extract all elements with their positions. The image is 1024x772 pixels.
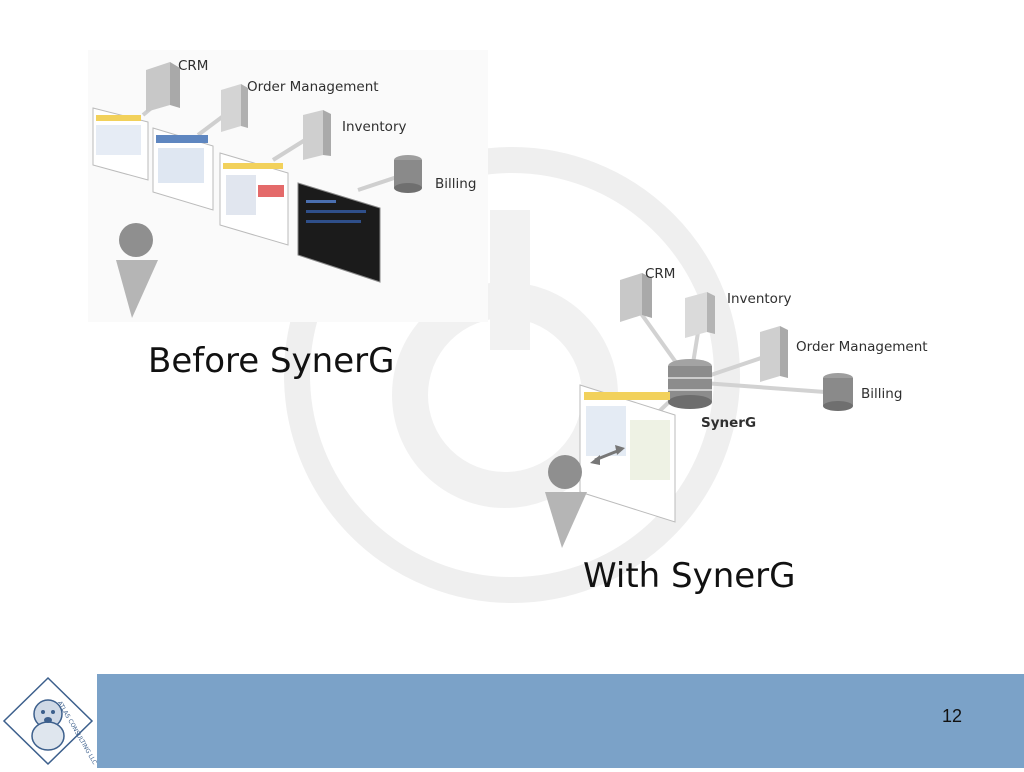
after-label-billing: Billing — [861, 386, 903, 402]
logo — [0, 674, 97, 768]
before-label-inventory: Inventory — [342, 119, 407, 135]
inventory-server-icon — [303, 110, 331, 160]
after-caption: With SynerG — [583, 556, 796, 596]
after-diagram — [545, 273, 853, 548]
billing-database-icon — [394, 155, 422, 193]
after-crm-server-icon — [620, 273, 652, 322]
order-screen-icon — [152, 127, 214, 211]
page-number: 12 — [941, 706, 962, 726]
after-user-figure-icon — [545, 455, 587, 548]
before-diagram — [88, 50, 488, 322]
after-label-order-management: Order Management — [796, 339, 928, 355]
footer-bar: 12 — [97, 674, 1024, 768]
dog-shield-logo-icon — [2, 676, 94, 766]
after-label-synerg: SynerG — [701, 415, 757, 431]
before-caption: Before SynerG — [148, 341, 395, 381]
after-billing-database-icon — [823, 373, 853, 411]
before-label-billing: Billing — [435, 176, 477, 192]
order-management-server-icon — [221, 84, 248, 132]
before-label-order-management: Order Management — [247, 79, 379, 95]
after-order-management-server-icon — [760, 326, 788, 382]
crm-screen-icon — [92, 107, 149, 181]
user-figure-icon — [116, 223, 158, 318]
synerg-database-icon — [668, 359, 712, 409]
bidirectional-arrow-icon — [590, 445, 625, 465]
inventory-screen-icon — [219, 152, 289, 246]
before-label-crm: CRM — [178, 58, 209, 74]
crm-server-icon — [146, 62, 180, 112]
synerg-screen-icon — [579, 384, 676, 523]
after-label-inventory: Inventory — [727, 291, 792, 307]
after-inventory-server-icon — [685, 292, 715, 338]
after-label-crm: CRM — [645, 266, 676, 282]
billing-screen-icon — [297, 182, 381, 283]
